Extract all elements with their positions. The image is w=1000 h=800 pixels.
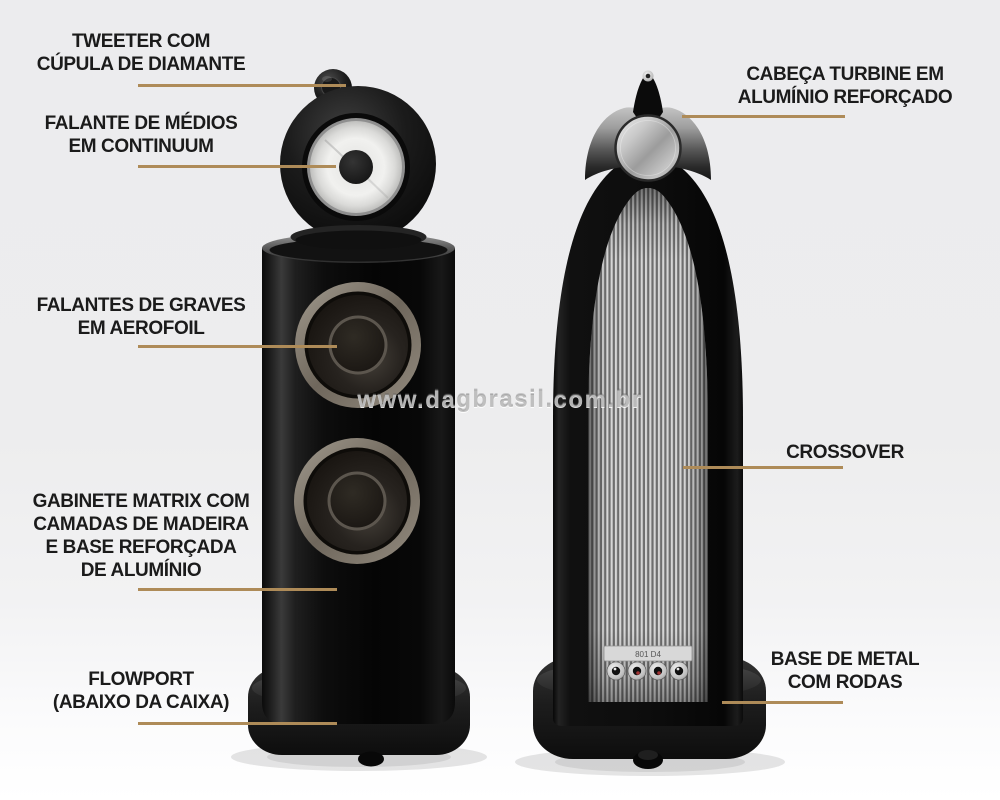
- leader-line-crossover: [683, 466, 843, 469]
- label-base: BASE DE METAL COM RODAS: [770, 649, 920, 693]
- leader-line-midrange: [138, 165, 336, 168]
- upper-woofer: [295, 282, 421, 408]
- leader-line-cabinet: [138, 588, 337, 591]
- label-cabinet: GABINETE MATRIX COM CAMADAS DE MADEIRA E…: [32, 491, 250, 581]
- front-speaker-foot: [358, 751, 384, 767]
- front-speaker-illustration: [231, 69, 487, 771]
- turbine-head-disc: [614, 114, 682, 182]
- leader-line-turbine-head: [682, 115, 845, 118]
- leader-line-flowport: [138, 722, 337, 725]
- label-flowport: FLOWPORT (ABAIXO DA CAIXA): [52, 669, 230, 713]
- label-midrange: FALANTE DE MÉDIOS EM CONTINUUM: [44, 113, 238, 157]
- label-tweeter: TWEETER COM CÚPULA DE DIAMANTE: [36, 31, 246, 75]
- leader-line-tweeter: [138, 84, 346, 87]
- rear-speaker-illustration: 801 D4: [515, 70, 785, 776]
- label-turbine-head: CABEÇA TURBINE EM ALUMÍNIO REFORÇADO: [737, 64, 953, 108]
- terminal-panel: 801 D4: [603, 645, 693, 681]
- leader-line-woofers: [138, 345, 337, 348]
- label-woofers: FALANTES DE GRAVES EM AEROFOIL: [36, 295, 246, 339]
- label-crossover: CROSSOVER: [786, 442, 904, 463]
- leader-line-base: [722, 701, 843, 704]
- tweeter-rear-stem: [633, 72, 663, 124]
- watermark: www.dagbrasil.com.br: [357, 386, 643, 413]
- binding-posts: [606, 661, 689, 681]
- lower-woofer: [294, 438, 420, 564]
- model-plate-text: 801 D4: [635, 650, 661, 659]
